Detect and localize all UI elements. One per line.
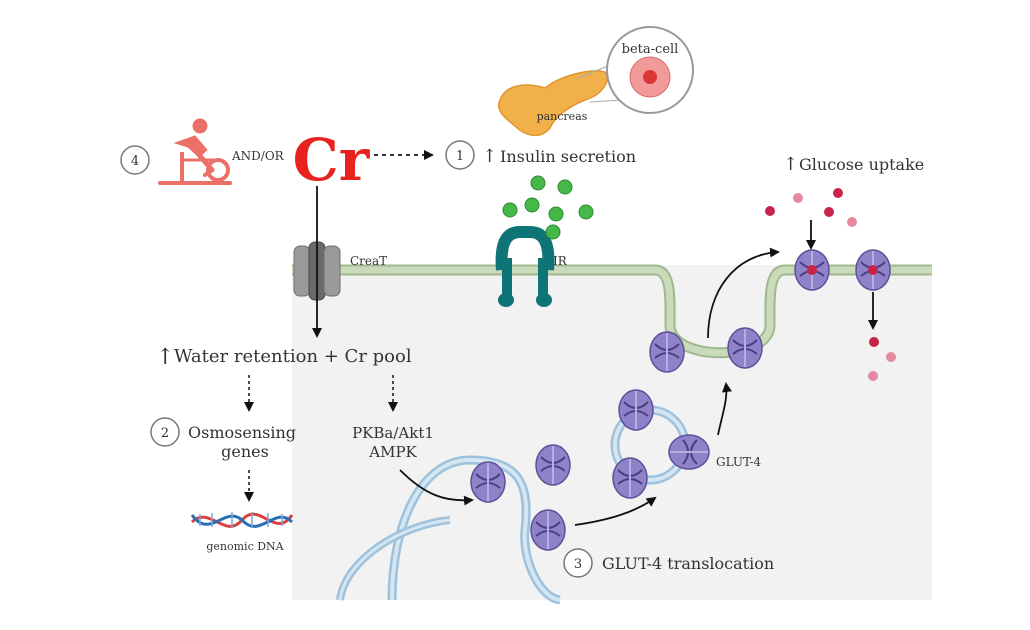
glut4-transporter-icon	[470, 461, 506, 503]
creat-label: CreaT	[350, 254, 387, 268]
insulin-secretion-label: Insulin secretion	[500, 147, 636, 166]
glut4-transporter-icon	[649, 331, 685, 373]
arrow-vesicle-to-membrane	[717, 382, 732, 436]
insulin-receptor-icon	[495, 226, 555, 307]
water-retention-label: Water retention + Cr pool	[174, 346, 412, 367]
arrow-pkb-to-glut4	[399, 469, 474, 506]
glut4-translocation-label: GLUT-4 translocation	[602, 554, 774, 573]
glut4-transporter-icon	[668, 434, 710, 470]
glut4-transporter-icon	[535, 444, 571, 486]
arrow-glut4-to-vesicle	[574, 496, 657, 526]
insulin-molecules	[502, 175, 594, 240]
step-4-number: 4	[131, 154, 139, 169]
pkb-label-line1: PKBa/Akt1	[352, 424, 434, 442]
step-3-number: 3	[574, 557, 582, 572]
dna-helix-icon	[190, 512, 294, 528]
step-4-circle	[120, 145, 150, 175]
step-3-circle	[563, 548, 593, 578]
glucose-up-arrow: ↑	[783, 154, 798, 175]
step-2-circle	[150, 417, 180, 447]
beta-cell-label: beta-cell	[622, 42, 679, 57]
water-up-arrow: ↑	[156, 345, 174, 370]
glut4-label: GLUT-4	[716, 455, 762, 469]
osmosensing-label-line1: Osmosensing	[188, 423, 296, 442]
pancreas-label: pancreas	[537, 110, 588, 123]
arrow-membrane-to-surface	[707, 247, 780, 339]
and-or-label: AND/OR	[231, 149, 285, 163]
ir-label: IR	[553, 254, 568, 268]
insulin-up-arrow: ↑	[482, 146, 497, 167]
step-1-circle	[445, 140, 475, 170]
pancreas-icon	[498, 70, 608, 137]
glut4-transporter-icon	[727, 327, 763, 369]
glucose-molecules	[765, 188, 896, 381]
stationary-bike-icon	[158, 118, 232, 185]
creatine-label: Cr	[293, 126, 371, 194]
step-2-number: 2	[161, 426, 169, 441]
glut4-transporter-icon	[530, 509, 566, 551]
glut4-transporter-icon	[612, 457, 648, 499]
genomic-dna-label: genomic DNA	[206, 540, 284, 553]
endosome-membrane	[336, 455, 562, 605]
magnifier-line	[589, 99, 623, 103]
beta-cell-icon	[629, 56, 671, 98]
step-1-number: 1	[456, 149, 464, 164]
glucose-uptake-label: Glucose uptake	[799, 155, 924, 174]
glut4-transporter-icon	[618, 389, 654, 431]
osmosensing-label-line2: genes	[221, 442, 269, 461]
pkb-label-line2: AMPK	[368, 443, 417, 461]
